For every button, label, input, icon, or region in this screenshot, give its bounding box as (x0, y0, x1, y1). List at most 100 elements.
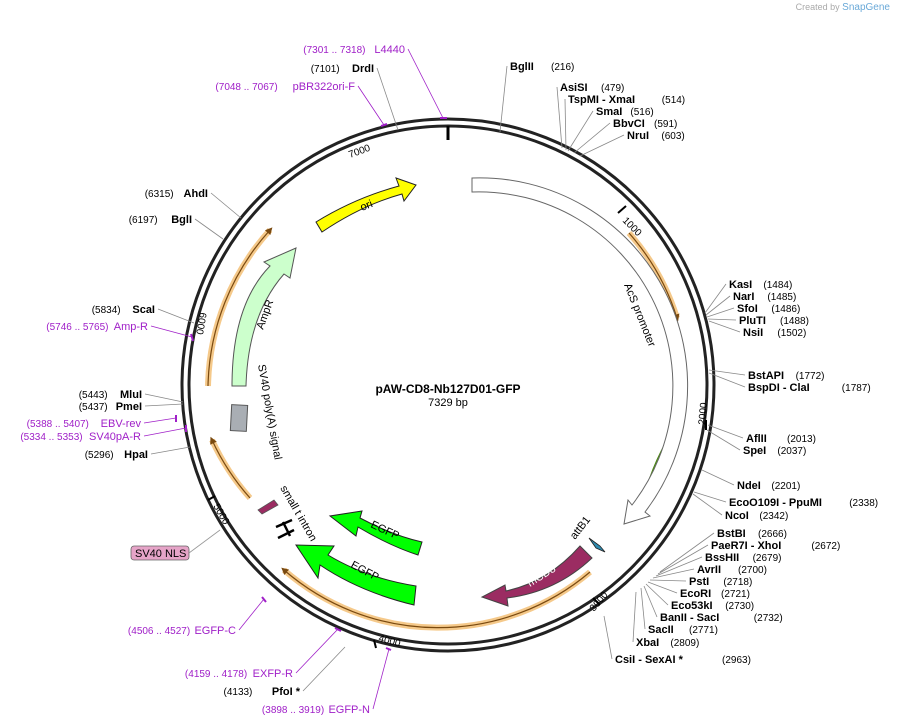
pluti-leader (707, 318, 737, 321)
xbai-enzyme-position: (2809) (670, 638, 699, 649)
xbai-enzyme-label: XbaI (636, 637, 659, 649)
nsii-enzyme-label: NsiI (743, 327, 763, 339)
ecori-leader (647, 581, 678, 594)
xbai-leader (632, 591, 637, 643)
tick-4000: 4000 (377, 633, 402, 649)
pluti-enzyme-label: PluTI (739, 315, 766, 327)
avrii-leader (652, 568, 695, 579)
l4440-primer-position: (7301 .. 7318) (303, 45, 365, 56)
bspdi-enzyme-position: (1787) (842, 383, 871, 394)
attb1-label: attB1 (568, 514, 593, 542)
bbvci-enzyme-label: BbvCI (613, 118, 645, 130)
asisi-enzyme-label: AsiSI (560, 82, 588, 94)
plasmid-name: pAW-CD8-Nb127D01-GFP (375, 382, 520, 396)
plasmid-size: 7329 bp (428, 397, 468, 409)
sv40-polya-label: SV40 poly(A) signal (255, 363, 284, 460)
ahdi-enzyme-label: AhdI (184, 188, 208, 200)
exfpr-primer-position: (4159 .. 4178) (185, 669, 247, 680)
eco0109i-enzyme-position: (2338) (849, 498, 878, 509)
bstbi-enzyme-label: BstBI (717, 528, 746, 540)
csii-leader (603, 615, 613, 660)
backbone-outer-ring (180, 117, 716, 653)
bsshii-leader (655, 556, 703, 577)
ebv-primer-position: (5388 .. 5407) (27, 419, 89, 430)
hpai-enzyme-position: (5296) (85, 450, 114, 461)
drdi-enzyme-position: (7101) (311, 64, 340, 75)
nari-leader (705, 295, 731, 316)
egfp-feature-1[interactable]: EGFP (328, 510, 423, 556)
l4440-primer-leader (407, 48, 444, 119)
nari-enzyme-label: NarI (733, 291, 754, 303)
bstapi-leader (708, 369, 746, 376)
egfpc-primer-leader (238, 598, 265, 631)
ndei-enzyme-position: (2201) (771, 481, 800, 492)
smai-enzyme-position: (516) (630, 107, 653, 118)
csii-enzyme-label: CsiI - SexAI * (615, 654, 684, 666)
banii-enzyme-label: BanII - SacI (660, 612, 719, 624)
kasi-leader (704, 283, 727, 314)
nrui-leader (579, 134, 625, 157)
banii-leader (643, 585, 658, 618)
eco0109i-leader (693, 491, 727, 503)
bgli-enzyme-position: (6197) (129, 215, 158, 226)
tick-2000: 2000 (697, 402, 710, 426)
attb1-marker[interactable] (588, 537, 606, 553)
nari-enzyme-position: (1485) (767, 292, 796, 303)
bglii-enzyme-position: (216) (551, 62, 574, 73)
pmei-enzyme-label: PmeI (116, 401, 142, 413)
ecori-enzyme-position: (2721) (721, 589, 750, 600)
paer7i-leader (657, 544, 709, 575)
egfp-feature-2[interactable]: EGFP (295, 544, 417, 606)
sfoi-enzyme-position: (1486) (771, 304, 800, 315)
psti-leader (649, 579, 687, 582)
pbr322-primer-label: pBR322ori-F (293, 81, 356, 93)
small-t-intron-feature[interactable]: small t intron (257, 484, 319, 544)
sacii-enzyme-label: SacII (648, 624, 674, 636)
spei-enzyme-position: (2037) (777, 446, 806, 457)
kasi-enzyme-label: KasI (729, 279, 752, 291)
eco0109i-enzyme-label: EcoO109I - PpuMI (729, 497, 822, 509)
pmei-leader (144, 403, 184, 407)
psti-enzyme-position: (2718) (723, 577, 752, 588)
nrui-enzyme-position: (603) (661, 131, 684, 142)
ori-feature[interactable]: ori (315, 177, 417, 233)
asisi-leader (556, 86, 563, 149)
mlui-enzyme-label: MluI (120, 389, 142, 401)
nrui-enzyme-label: NruI (627, 130, 649, 142)
ampr_p-primer-leader (150, 325, 193, 338)
sacii-leader (640, 587, 646, 630)
bstbi-enzyme-position: (2666) (758, 529, 787, 540)
sacii-enzyme-position: (2771) (689, 625, 718, 636)
watermark-brand: SnapGene (842, 2, 890, 13)
aflii-enzyme-label: AflII (746, 433, 767, 445)
smai-leader (567, 110, 594, 152)
mlui-enzyme-position: (5443) (79, 390, 108, 401)
sv40-polya-box[interactable] (229, 404, 249, 432)
bstbi-leader (659, 532, 715, 573)
kasi-enzyme-position: (1484) (763, 280, 792, 291)
exfpr-primer-leader (295, 628, 339, 674)
pfoi-leader (302, 646, 346, 692)
bbvci-leader (573, 122, 611, 154)
bstapi-enzyme-label: BstAPI (748, 370, 784, 382)
pfoi-enzyme-position: (4133) (223, 687, 252, 698)
bspdi-leader (708, 372, 746, 388)
sv40-nls-label: SV40 NLS (135, 548, 186, 560)
eco53ki-leader (645, 583, 669, 606)
sv40pa-primer-position: (5334 .. 5353) (20, 432, 82, 443)
tspmi-enzyme-position: (514) (662, 95, 685, 106)
snapgene-watermark: Created by SnapGene (796, 2, 890, 13)
avrii-enzyme-position: (2700) (738, 565, 767, 576)
scai-enzyme-position: (5834) (92, 305, 121, 316)
ebv-primer-leader (143, 417, 177, 424)
paer7i-enzyme-position: (2672) (811, 541, 840, 552)
mcd8-feature[interactable]: mCD8 (480, 545, 593, 607)
ncoi-enzyme-label: NcoI (725, 510, 749, 522)
drdi-leader (376, 67, 399, 131)
bgli-enzyme-label: BglI (171, 214, 192, 226)
bsshii-enzyme-position: (2679) (753, 553, 782, 564)
pbr322-primer-position: (7048 .. 7067) (215, 82, 277, 93)
banii-enzyme-position: (2732) (754, 613, 783, 624)
ndei-leader (701, 469, 735, 486)
